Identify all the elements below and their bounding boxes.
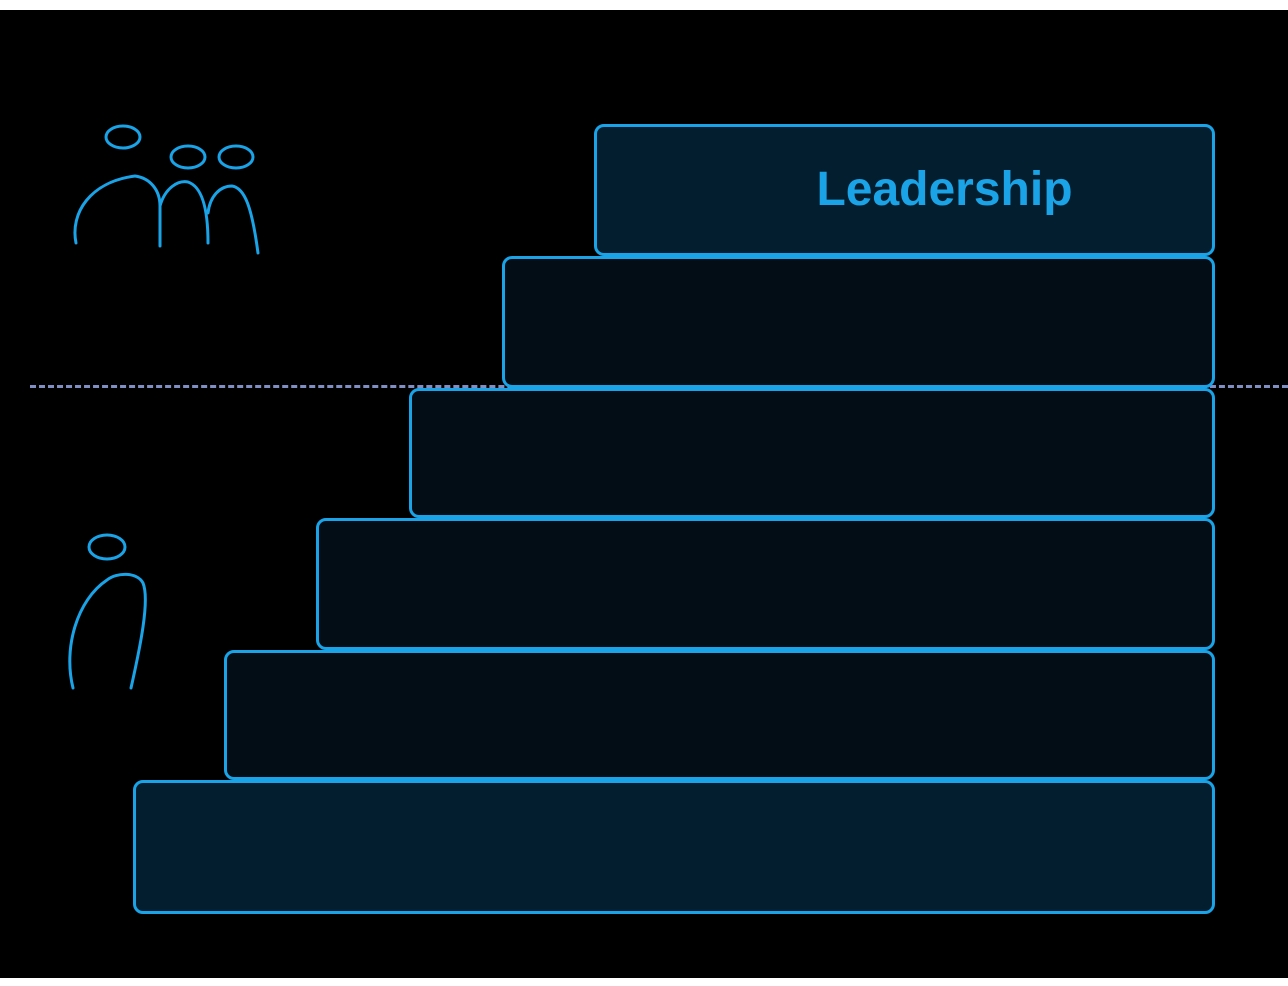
step-2 xyxy=(224,650,1215,780)
step-1 xyxy=(133,780,1215,914)
step-3 xyxy=(316,518,1215,650)
step-6-leadership: Leadership xyxy=(594,124,1215,256)
leadership-label: Leadership xyxy=(816,163,1073,216)
staircase-diagram: Leadership xyxy=(0,10,1288,978)
group-people-icon xyxy=(73,124,260,255)
step-5 xyxy=(502,256,1215,388)
step-4 xyxy=(409,388,1215,518)
single-person-icon xyxy=(68,533,147,690)
